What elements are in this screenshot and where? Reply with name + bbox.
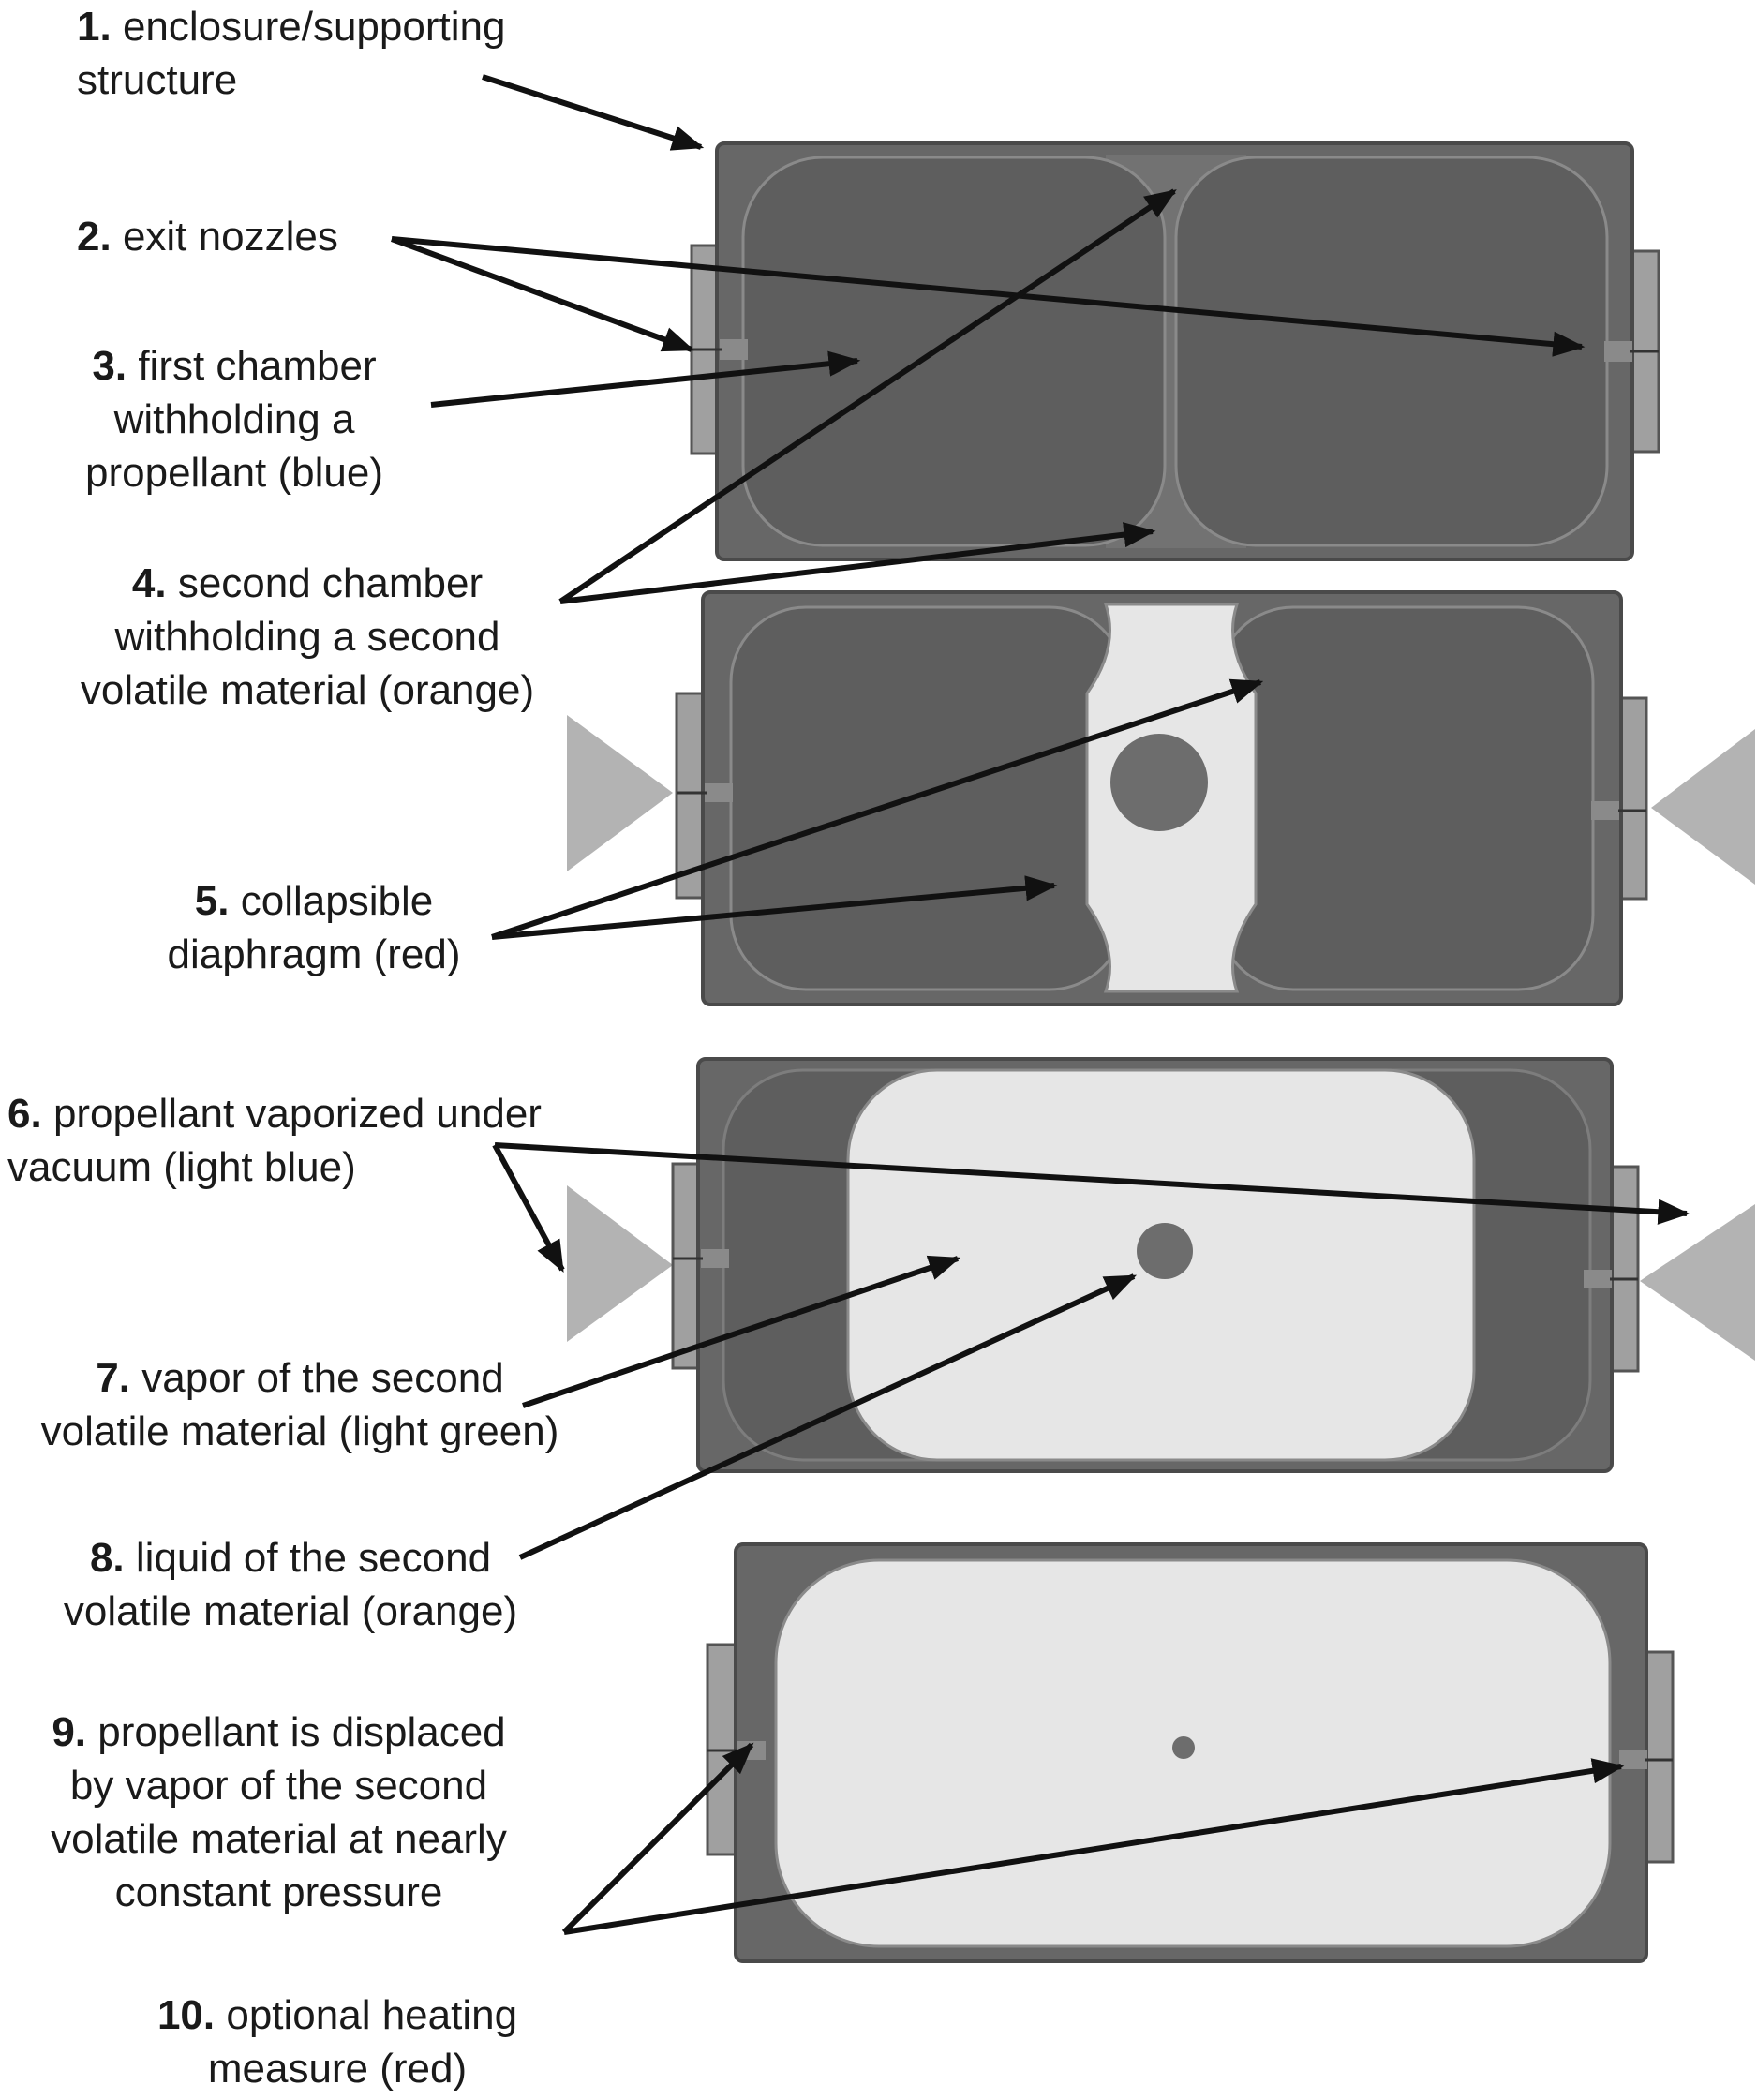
- label-6-text-line-1: propellant vaporized under: [53, 1091, 542, 1137]
- label-3-text-line-2: withholding a: [56, 393, 412, 446]
- stage-3: [567, 1059, 1755, 1471]
- label-8-number: 8.: [90, 1535, 125, 1581]
- label-5-text-line-1: collapsible: [241, 878, 433, 924]
- label-1: 1. enclosure/supporting structure: [77, 0, 505, 107]
- label-5-number: 5.: [195, 878, 230, 924]
- label-9-text-line-1: propellant is displaced: [97, 1709, 505, 1755]
- label-4-text-line-1: second chamber: [178, 560, 483, 606]
- stage-4: [707, 1544, 1673, 1961]
- label-2-text-line-1: exit nozzles: [123, 214, 338, 260]
- label-6-number: 6.: [7, 1091, 42, 1137]
- label-7-number: 7.: [96, 1355, 130, 1401]
- liquid-droplet-2: [1110, 734, 1208, 831]
- label-3-number: 3.: [92, 343, 127, 389]
- label-10: 10. optional heating measure (red): [122, 1988, 553, 2095]
- label-6: 6. propellant vaporized under vacuum (li…: [7, 1087, 542, 1194]
- label-6-text-line-2: vacuum (light blue): [7, 1140, 542, 1194]
- left-exit-nozzle: [720, 339, 748, 360]
- label-8-text-line-2: volatile material (orange): [37, 1585, 543, 1638]
- stage-1: [692, 143, 1659, 559]
- label-5: 5. collapsible diaphragm (red): [141, 874, 487, 981]
- arrow-2a: [392, 239, 692, 350]
- label-9: 9. propellant is displaced by vapor of t…: [19, 1705, 539, 1919]
- liquid-droplet-4: [1172, 1736, 1195, 1759]
- right-vapor-plume: [1651, 729, 1755, 885]
- label-3-text-line-3: propellant (blue): [56, 446, 412, 499]
- label-9-text-line-2: by vapor of the second: [19, 1759, 539, 1812]
- label-8: 8. liquid of the second volatile materia…: [37, 1531, 543, 1638]
- label-10-text-line-2: measure (red): [122, 2042, 553, 2095]
- liquid-droplet-3: [1137, 1223, 1193, 1279]
- label-3: 3. first chamber withholding a propellan…: [56, 339, 412, 499]
- label-10-text-line-1: optional heating: [226, 1992, 517, 2038]
- first-chamber-left: [743, 157, 1165, 545]
- stage-2: [567, 592, 1755, 1005]
- label-8-text-line-1: liquid of the second: [136, 1535, 491, 1581]
- label-9-text-line-4: constant pressure: [19, 1866, 539, 1919]
- label-4: 4. second chamber withholding a second v…: [45, 557, 570, 717]
- label-7: 7. vapor of the second volatile material…: [19, 1351, 581, 1458]
- label-2: 2. exit nozzles: [77, 210, 338, 263]
- label-4-text-line-2: withholding a second: [45, 610, 570, 663]
- label-4-text-line-3: volatile material (orange): [45, 663, 570, 717]
- label-9-number: 9.: [52, 1709, 86, 1755]
- left-vapor-plume: [567, 715, 673, 871]
- label-1-text-line-2: structure: [77, 53, 505, 107]
- label-10-number: 10.: [157, 1992, 215, 2038]
- label-2-number: 2.: [77, 214, 112, 260]
- label-7-text-line-2: volatile material (light green): [19, 1405, 581, 1458]
- label-9-text-line-3: volatile material at nearly: [19, 1812, 539, 1866]
- label-3-text-line-1: first chamber: [138, 343, 376, 389]
- label-1-text-line-1: enclosure/supporting: [123, 4, 505, 50]
- first-chamber-right: [1176, 157, 1607, 545]
- label-7-text-line-1: vapor of the second: [141, 1355, 503, 1401]
- label-5-text-line-2: diaphragm (red): [141, 928, 487, 981]
- right-exit-nozzle: [1604, 341, 1632, 362]
- label-4-number: 4.: [132, 560, 167, 606]
- arrow-1: [483, 77, 701, 147]
- label-1-number: 1.: [77, 4, 112, 50]
